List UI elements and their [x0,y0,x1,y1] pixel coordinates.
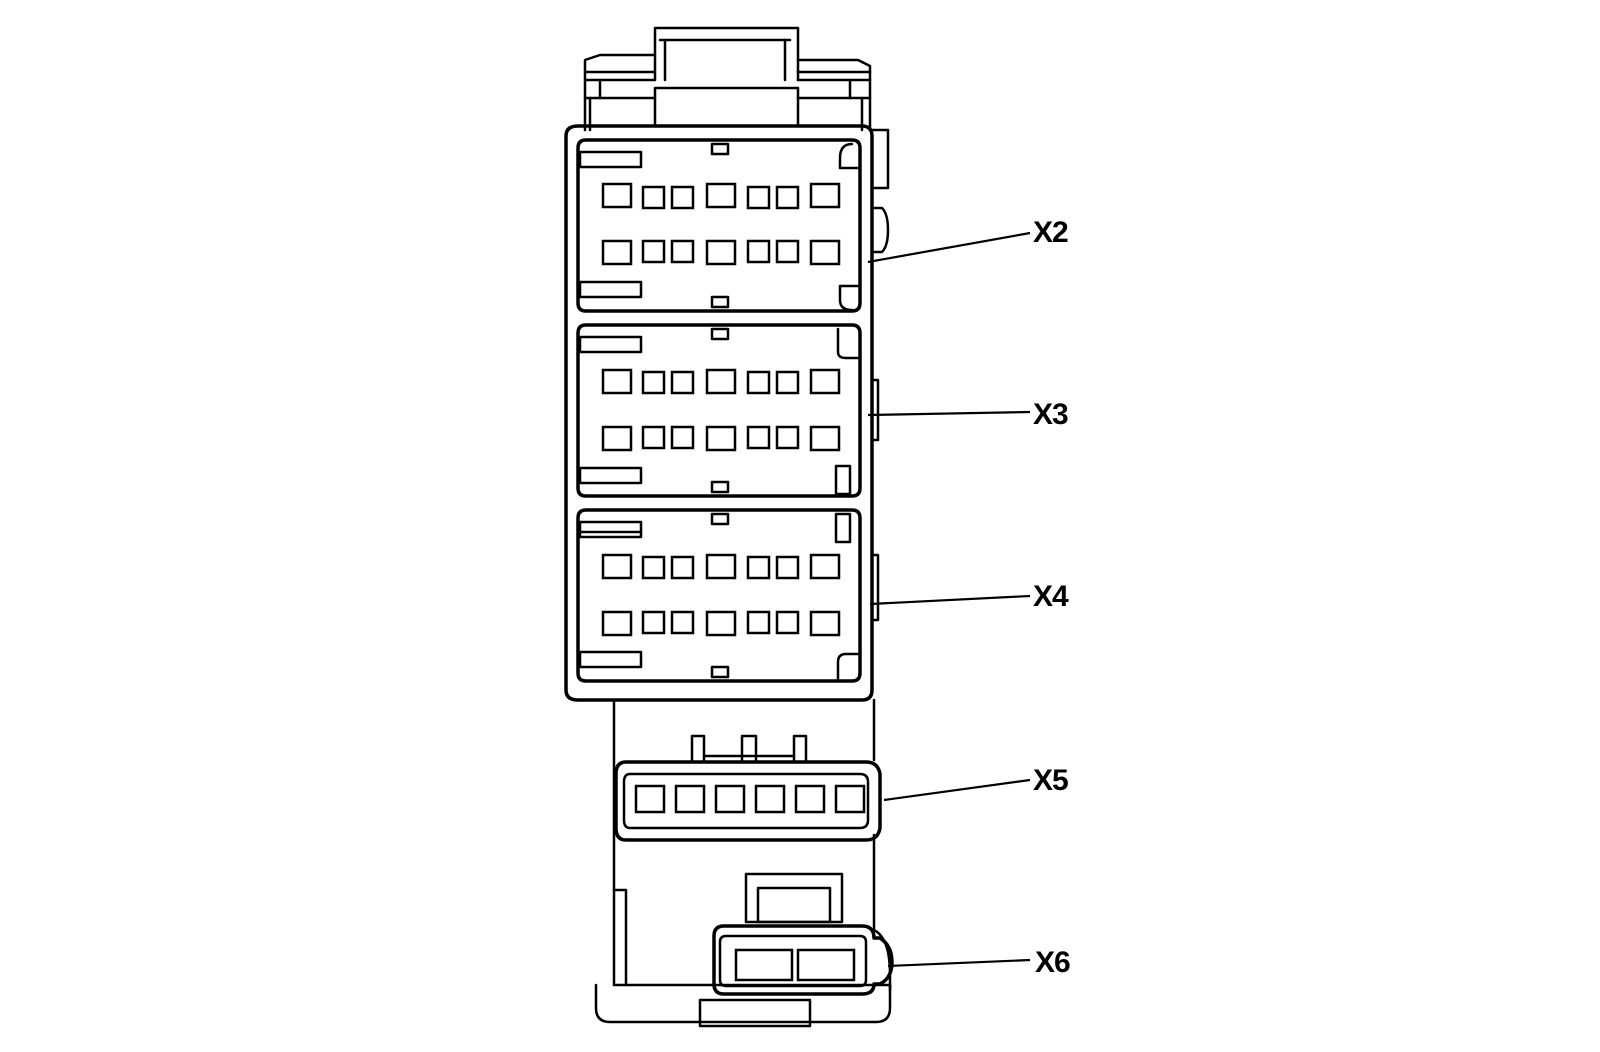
leader-x3 [867,410,1031,417]
x6-cavities [734,948,856,982]
label-x3: X3 [1033,398,1068,431]
top-latch [583,26,872,132]
label-x4: X4 [1033,580,1069,613]
leader-x5 [883,778,1031,802]
connector-x2 [576,138,862,313]
label-x5: X5 [1033,764,1068,797]
x3-cavities [601,368,841,452]
leader-x2 [867,231,1031,264]
connector-x4 [576,508,862,683]
label-x2: X2 [1033,216,1068,249]
x2-cavities [601,182,841,266]
leader-x4 [869,594,1031,606]
connector-labels: X2 X3 X4 X5 X6 [1033,216,1071,979]
x5-cavities [634,784,866,814]
connector-x6 [712,872,894,996]
label-x6: X6 [1035,946,1070,979]
connector-x5 [614,734,882,842]
connector-x3 [576,323,862,498]
x4-cavities [601,553,841,637]
leader-lines [867,231,1031,968]
leader-x6 [887,958,1031,968]
main-housing [564,124,892,1028]
